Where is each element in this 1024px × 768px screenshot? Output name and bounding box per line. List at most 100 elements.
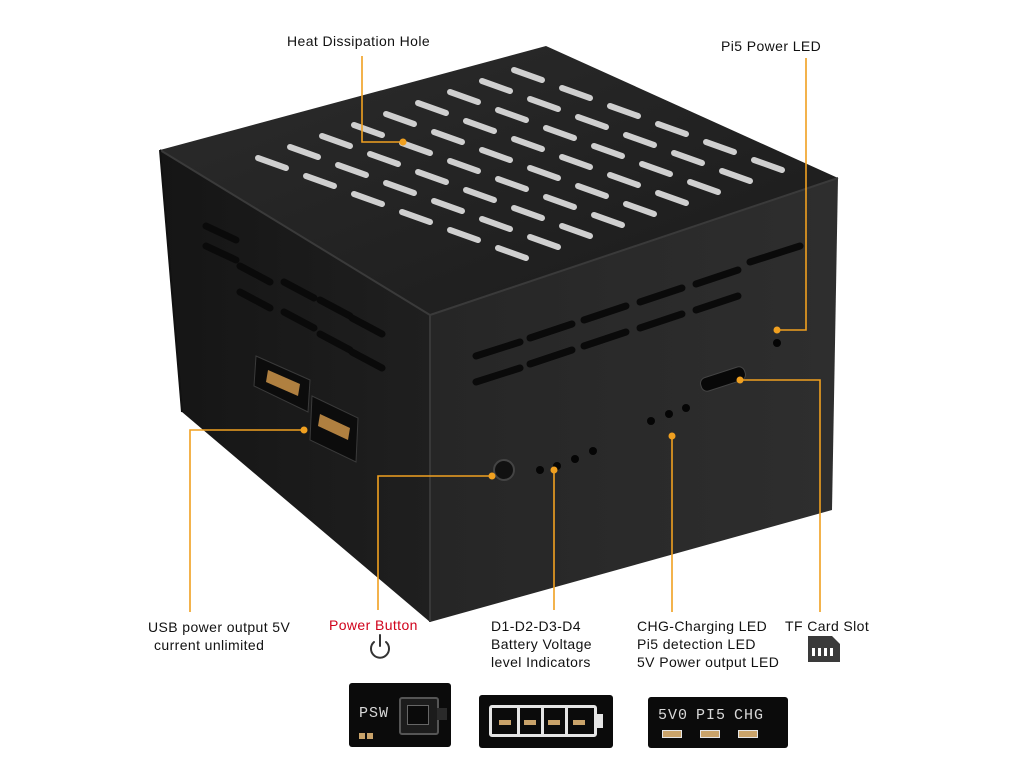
status-led-line-2: Pi5 detection LED bbox=[637, 636, 756, 652]
front-details bbox=[493, 339, 781, 481]
battery-indicator-line-2: Battery Voltage bbox=[491, 636, 592, 652]
battery-leds-thumbnail bbox=[479, 695, 613, 748]
vent-slot bbox=[687, 179, 721, 195]
vent-slot bbox=[511, 67, 545, 83]
psw-label: PSW bbox=[359, 705, 390, 722]
battery-led-d4 bbox=[589, 447, 597, 455]
vent-slot bbox=[335, 162, 369, 178]
vent-slot bbox=[703, 139, 737, 155]
vent-slot bbox=[415, 100, 449, 116]
vent-slot bbox=[236, 262, 274, 286]
vent-slot bbox=[236, 288, 274, 312]
vent-slot bbox=[319, 133, 353, 149]
vent-slot bbox=[202, 242, 240, 264]
vent-slot bbox=[447, 227, 481, 243]
usb-output-line-2: current unlimited bbox=[154, 637, 265, 653]
vent-slot bbox=[495, 107, 529, 123]
vent-slot bbox=[580, 328, 630, 350]
vent-slot bbox=[316, 330, 354, 354]
vent-slot bbox=[495, 176, 529, 192]
battery-indicator-line-1: D1-D2-D3-D4 bbox=[491, 618, 581, 634]
case-front-panel bbox=[430, 178, 838, 622]
power-button-label: Power Button bbox=[329, 617, 418, 633]
vent-slot bbox=[692, 292, 742, 314]
vent-slot bbox=[623, 132, 657, 148]
status-led-line-3: 5V Power output LED bbox=[637, 654, 780, 670]
battery-led-d1 bbox=[536, 466, 544, 474]
callout-lines bbox=[189, 56, 821, 612]
power-symbol-icon bbox=[370, 634, 390, 659]
vent-slot bbox=[280, 278, 318, 302]
tf-card-slot-label: TF Card Slot bbox=[785, 618, 870, 634]
vent-slot bbox=[447, 89, 481, 105]
vent-slot bbox=[575, 183, 609, 199]
usb-output-label: USB power output 5V current unlimited bbox=[148, 618, 290, 654]
vent-slot bbox=[639, 161, 673, 177]
vent-slot bbox=[351, 122, 385, 138]
vent-slot bbox=[383, 180, 417, 196]
vent-slot bbox=[479, 147, 513, 163]
vent-slot bbox=[636, 310, 686, 332]
vent-slot bbox=[655, 121, 689, 137]
heat-dissipation-hole-label: Heat Dissipation Hole bbox=[287, 33, 431, 49]
tf-card-slot bbox=[700, 366, 746, 392]
vent-slot bbox=[316, 296, 354, 320]
vent-slot bbox=[543, 125, 577, 141]
vent-slot bbox=[527, 165, 561, 181]
vent-slot bbox=[348, 314, 386, 338]
vent-slot bbox=[527, 234, 561, 250]
vent-slot bbox=[280, 308, 318, 332]
vent-slot bbox=[526, 320, 576, 342]
vent-slot bbox=[463, 187, 497, 203]
vent-slot bbox=[527, 96, 561, 112]
vent-slot bbox=[559, 85, 593, 101]
vent-slot bbox=[580, 302, 630, 324]
vent-slot bbox=[559, 223, 593, 239]
vent-slot bbox=[367, 151, 401, 167]
vent-slot bbox=[255, 155, 289, 171]
vent-slot bbox=[719, 168, 753, 184]
vent-slot bbox=[607, 103, 641, 119]
vent-slot bbox=[575, 114, 609, 130]
battery-led-d3 bbox=[571, 455, 579, 463]
vent-slot bbox=[751, 157, 785, 173]
led-label-chg: CHG bbox=[734, 707, 765, 724]
vent-slot bbox=[431, 198, 465, 214]
vent-slot bbox=[472, 364, 524, 386]
status-led-3 bbox=[682, 404, 690, 412]
vent-slot bbox=[431, 129, 465, 145]
vent-slot bbox=[511, 205, 545, 221]
vent-slot bbox=[479, 78, 513, 94]
pi5-power-led-label: Pi5 Power LED bbox=[721, 38, 822, 54]
enclosure-case bbox=[159, 46, 839, 622]
sd-card-icon bbox=[808, 636, 840, 662]
status-led-line-1: CHG-Charging LED bbox=[637, 618, 768, 634]
psw-switch-thumbnail: PSW bbox=[349, 683, 451, 747]
usb-output-line-1: USB power output 5V bbox=[148, 619, 291, 635]
vent-slot bbox=[511, 136, 545, 152]
power-button-hole bbox=[493, 459, 515, 481]
vent-slot bbox=[543, 194, 577, 210]
vent-slot bbox=[655, 190, 689, 206]
status-led-label: CHG-Charging LED Pi5 detection LED 5V Po… bbox=[637, 617, 779, 671]
vent-slot bbox=[472, 338, 524, 360]
vent-slot bbox=[623, 201, 657, 217]
vent-slot bbox=[383, 111, 417, 127]
vent-slot bbox=[692, 266, 742, 288]
vent-slot bbox=[591, 143, 625, 159]
vent-slot bbox=[746, 242, 804, 266]
vent-slot bbox=[607, 172, 641, 188]
vent-slot bbox=[526, 346, 576, 368]
vent-slot bbox=[287, 144, 321, 160]
vent-slot bbox=[351, 191, 385, 207]
heat-dissipation-vents bbox=[255, 67, 785, 261]
usb-ports bbox=[253, 355, 359, 463]
vent-slot bbox=[303, 173, 337, 189]
side-vents bbox=[202, 222, 804, 386]
battery-outline-icon bbox=[489, 705, 597, 737]
vent-slot bbox=[559, 154, 593, 170]
callout-dots bbox=[300, 138, 781, 480]
vent-slot bbox=[479, 216, 513, 232]
status-leds-thumbnail: 5V0 PI5 CHG bbox=[648, 697, 788, 748]
